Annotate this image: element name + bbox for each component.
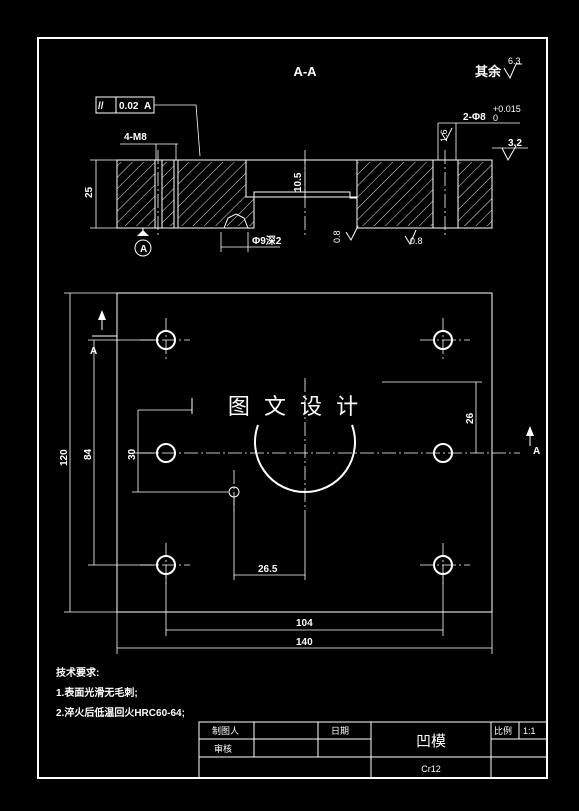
dim-height-120: 120 [59,449,70,466]
roughness-small-2: 0.8 [332,230,342,243]
dim-width-104: 104 [296,618,313,629]
dim-width-140: 140 [296,637,313,648]
hatch-middle-left [178,162,254,226]
cavity-arc [254,424,356,493]
hatch-left-2 [162,162,174,226]
section-label: A-A [293,64,317,79]
tech-title: 技术要求: [56,666,99,679]
depth-10-5: 10.5 [293,172,304,192]
view-mark-right: A [533,446,540,457]
counterbore-profile [223,213,249,229]
counterbore-label: Φ9深2 [252,234,282,247]
datum-a-circle [134,239,152,257]
tolerance-leader [154,104,201,157]
pin-tol-lower: 0 [493,113,498,123]
hatch-right [458,162,492,226]
tolerance-datum: A [144,101,151,112]
pin-hole-label: 2-Φ8 [463,112,486,123]
roughness-rest-symbol [503,63,522,80]
tb-part-name: 凹模 [416,733,446,750]
tech-item-1: 1.表面光滑无毛刺; [56,686,138,699]
tb-scale-label: 比例 [494,725,512,736]
roughness-surface-symbol [501,145,517,162]
thread-label: 4-M8 [124,132,147,143]
tech-item-2: 2.淬火后低温回火HRC60-64; [56,706,185,719]
pin-hole-right [433,443,453,463]
screw-hole-top-right [433,330,453,350]
tb-material: Cr12 [421,764,441,774]
height-25: 25 [84,186,95,198]
tb-drawn-by: 制图人 [212,725,239,736]
tech-notes: 技术要求: 1.表面光滑无毛刺; 2.淬火后低温回火HRC60-64; [56,666,185,719]
pin-tol-upper: +0.015 [493,104,521,114]
watermark-text: 图 文 设 计 [228,394,362,419]
title-block: 制图人 日期 审核 凹模 比例 1:1 Cr12 [198,721,548,779]
hatch-middle-right [357,162,433,226]
datum-a-letter: A [140,244,147,255]
dim-h-26-5: 26.5 [258,564,278,575]
section-view: A-A 其余 6.3 // 0.02 A 4-M8 2-Φ8 +0.015 0 … [84,56,528,257]
dim-height-84: 84 [83,448,94,460]
dim-v-30: 30 [127,448,138,460]
hatch-left [117,162,155,226]
dim-v-26: 26 [465,412,476,424]
roughness-small-1: 1.6 [439,129,449,142]
tolerance-symbol: // [98,101,104,112]
small-hole [228,486,240,498]
tb-date: 日期 [331,726,349,736]
tb-scale-value: 1:1 [523,726,536,736]
tolerance-value: 0.02 [119,101,139,112]
roughness-small-3: 0.8 [410,236,423,246]
roughness-rest-value: 6.3 [508,56,521,66]
plate-plan-outline [116,292,493,613]
plan-view: A A 图 文 设 计 120 84 30 26.5 26 [59,292,540,654]
roughness-surface-value: 3.2 [508,138,522,149]
tb-review: 审核 [214,743,232,754]
roughness-rest-label: 其余 [475,64,502,79]
